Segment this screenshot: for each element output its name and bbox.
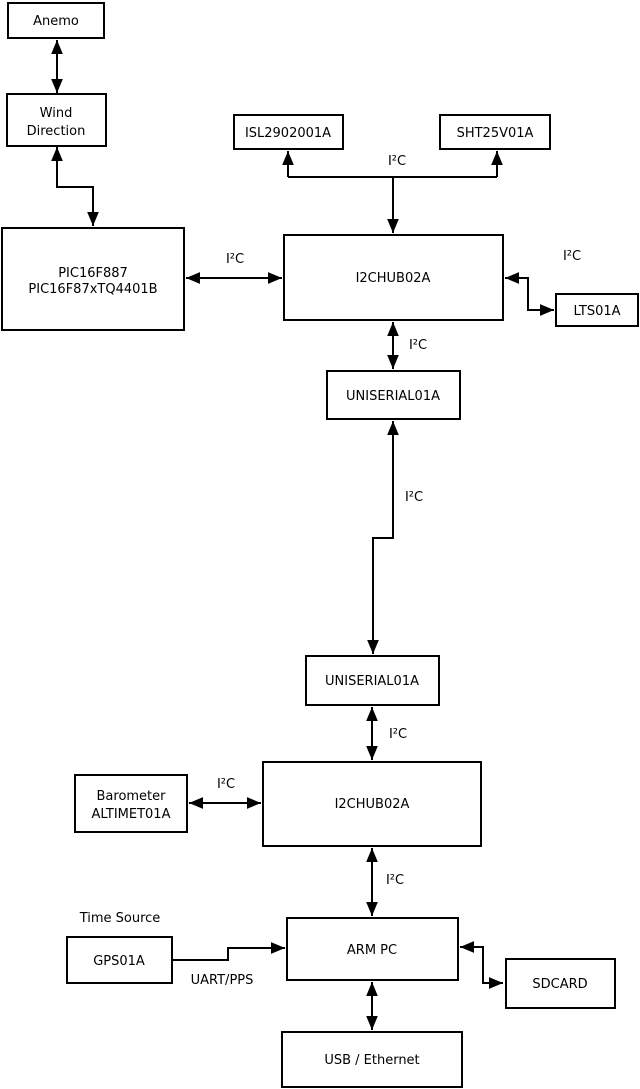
node-isl-label: ISL2902001A bbox=[245, 126, 331, 141]
node-gps-box bbox=[66, 936, 173, 984]
node-sht: SHT25V01A bbox=[439, 114, 551, 150]
node-i2c-hub-2-box bbox=[262, 761, 482, 847]
node-pic-box bbox=[1, 227, 185, 331]
node-pic-label-line2: PIC16F87xTQ4401B bbox=[28, 282, 157, 297]
node-i2c-hub-1: I2CHUB02A bbox=[283, 234, 504, 321]
node-i2c-hub-2: I2CHUB02A bbox=[262, 761, 482, 847]
edge-label-i2c-uniserial2-hub2: I²C bbox=[389, 727, 407, 742]
node-sdcard-label: SDCARD bbox=[532, 977, 587, 992]
node-i2c-hub-2-label: I2CHUB02A bbox=[335, 797, 410, 812]
edge-label-i2c-uniserial-link: I²C bbox=[405, 490, 423, 505]
node-wind-direction: Wind Direction bbox=[6, 93, 107, 147]
edge-wind-pic bbox=[51, 147, 99, 226]
node-sht-box bbox=[439, 114, 551, 150]
node-usb-ethernet-label: USB / Ethernet bbox=[324, 1053, 419, 1068]
node-uniserial-1: UNISERIAL01A bbox=[326, 370, 461, 420]
node-barometer-label-line2: ALTIMET01A bbox=[92, 807, 171, 822]
edge-hub1-lts bbox=[505, 272, 554, 316]
node-uniserial-1-label: UNISERIAL01A bbox=[346, 389, 440, 404]
node-uniserial-2: UNISERIAL01A bbox=[305, 655, 440, 706]
node-barometer-label-line1: Barometer bbox=[97, 789, 167, 804]
node-anemo: Anemo bbox=[7, 2, 105, 39]
node-arm-pc: ARM PC bbox=[286, 917, 459, 981]
node-anemo-label: Anemo bbox=[33, 14, 79, 29]
node-isl: ISL2902001A bbox=[233, 114, 344, 150]
node-gps-label: GPS01A bbox=[93, 954, 145, 969]
node-arm-pc-box bbox=[286, 917, 459, 981]
node-wind-direction-box bbox=[6, 93, 107, 147]
node-lts: LTS01A bbox=[555, 293, 639, 327]
edge-label-i2c-pic-hub1: I²C bbox=[226, 252, 244, 267]
edge-label-i2c-hub1-lts: I²C bbox=[563, 249, 581, 264]
node-pic-label-line1: PIC16F887 bbox=[58, 266, 128, 281]
edge-label-i2c-hub2-armpc: I²C bbox=[386, 873, 404, 888]
node-i2c-hub-1-box bbox=[283, 234, 504, 321]
node-sdcard: SDCARD bbox=[505, 958, 616, 1009]
node-lts-box bbox=[555, 293, 639, 327]
edge-armpc-sdcard bbox=[460, 941, 503, 989]
node-usb-ethernet: USB / Ethernet bbox=[281, 1031, 463, 1088]
node-isl-box bbox=[233, 114, 344, 150]
node-barometer: Barometer ALTIMET01A bbox=[74, 774, 188, 833]
node-uniserial-1-box bbox=[326, 370, 461, 420]
node-anemo-box bbox=[7, 2, 105, 39]
node-usb-ethernet-box bbox=[281, 1031, 463, 1088]
edge-label-uart-pps: UART/PPS bbox=[191, 973, 254, 988]
edge-label-i2c-barometer-hub2: I²C bbox=[217, 777, 235, 792]
node-sdcard-box bbox=[505, 958, 616, 1009]
edge-label-i2c-sensor-branch: I²C bbox=[388, 154, 406, 169]
node-gps: GPS01A bbox=[66, 936, 173, 984]
node-pic: PIC16F887 PIC16F87xTQ4401B bbox=[1, 227, 185, 331]
node-i2c-hub-1-label: I2CHUB02A bbox=[356, 271, 431, 286]
node-arm-pc-label: ARM PC bbox=[347, 943, 397, 958]
node-lts-label: LTS01A bbox=[573, 304, 620, 319]
edge-label-time-source: Time Source bbox=[79, 911, 161, 926]
node-wind-direction-label-line2: Direction bbox=[27, 124, 86, 139]
node-wind-direction-label-line1: Wind bbox=[40, 106, 73, 121]
edge-gps-armpc bbox=[172, 942, 285, 961]
node-uniserial-2-box bbox=[305, 655, 440, 706]
node-uniserial-2-label: UNISERIAL01A bbox=[325, 674, 419, 689]
node-sht-label: SHT25V01A bbox=[457, 126, 534, 141]
node-barometer-box bbox=[74, 774, 188, 833]
edge-uniserial1-uniserial2 bbox=[367, 421, 399, 654]
edge-label-i2c-hub1-uniserial1: I²C bbox=[409, 338, 427, 353]
